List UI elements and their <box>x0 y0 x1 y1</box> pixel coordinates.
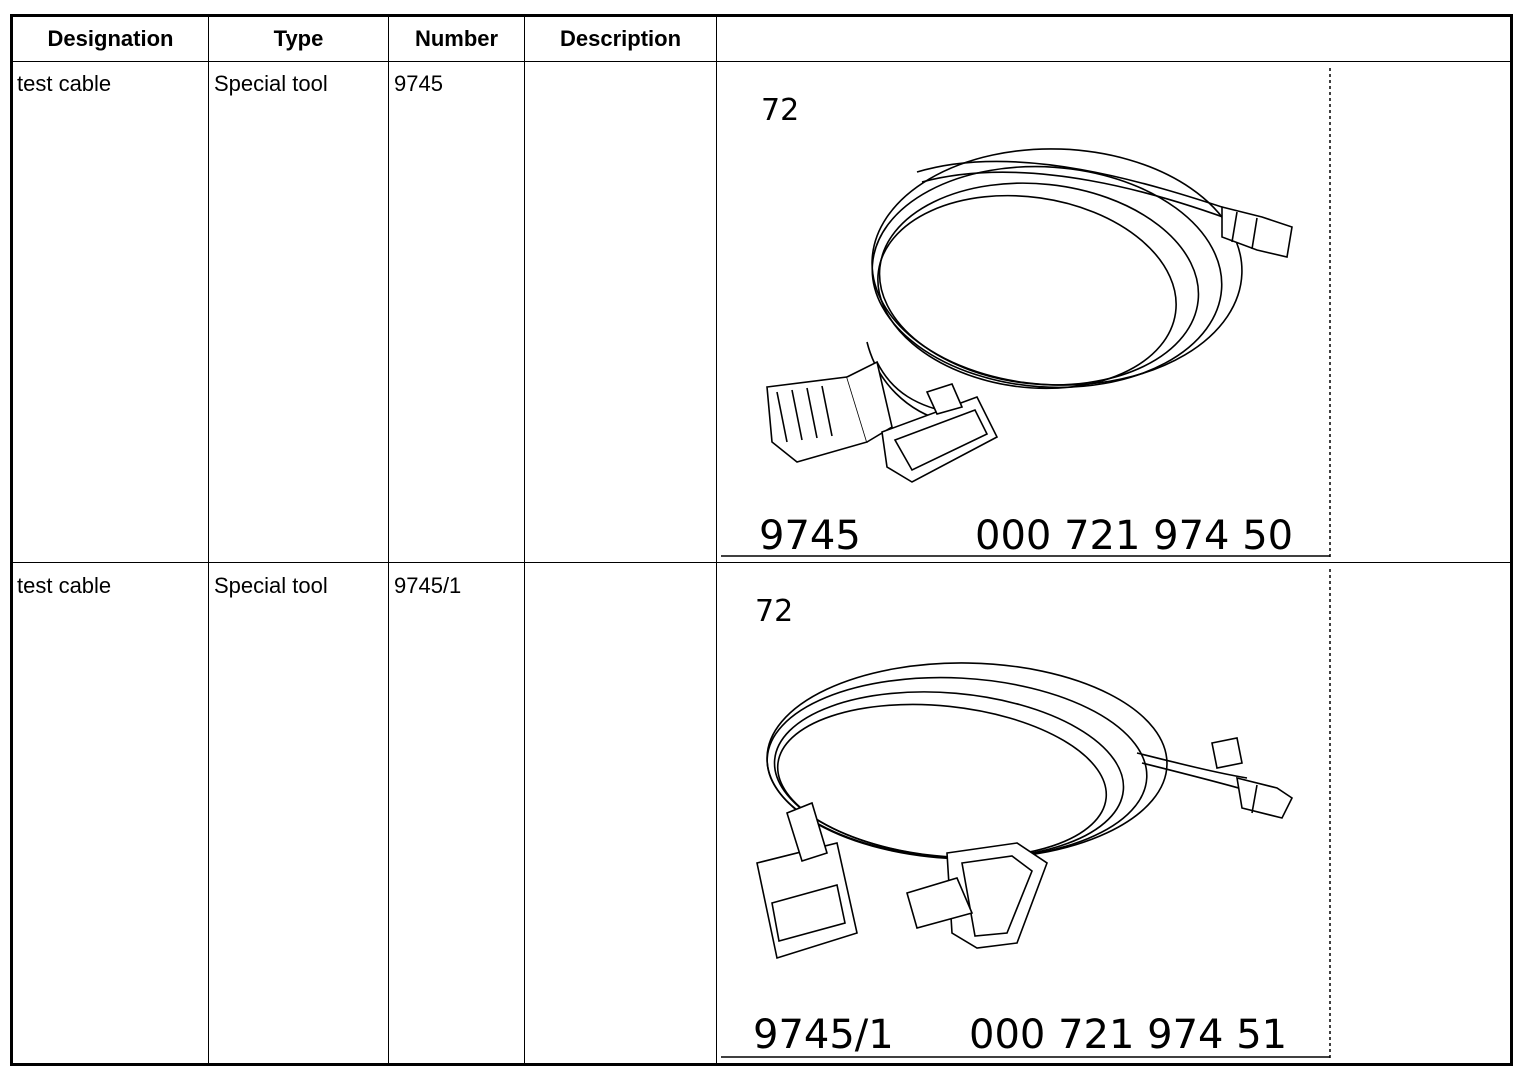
column-divider <box>524 17 525 1063</box>
cell-type: Special tool <box>214 71 328 96</box>
tool-table: Designation Type Number Description test… <box>10 14 1513 1066</box>
figure-tool-number: 9745 <box>759 513 861 559</box>
cell-number: 9745 <box>394 71 443 96</box>
column-divider <box>716 17 717 1063</box>
figure-part-number: 000 721 974 51 <box>969 1012 1287 1058</box>
header-description: Description <box>559 26 682 51</box>
cable-coil-icon <box>866 148 1243 423</box>
figure-group-label: 72 <box>755 594 793 629</box>
header-divider <box>13 61 1510 62</box>
plug-connector-icon <box>1211 737 1294 819</box>
header-designation: Designation <box>47 26 174 51</box>
cell-number: 9745/1 <box>394 573 462 598</box>
block-connector-icon <box>756 801 858 960</box>
cell-type: Special tool <box>214 573 328 598</box>
column-divider <box>388 17 389 1063</box>
cell-designation: test cable <box>17 573 112 598</box>
dsub-connector-icon <box>906 842 1048 949</box>
header-number: Number <box>414 26 499 51</box>
cable-coil-icon <box>766 662 1250 860</box>
header-type: Type <box>273 26 324 51</box>
figure-part-number: 000 721 974 50 <box>975 513 1293 559</box>
cell-designation: test cable <box>17 71 112 96</box>
column-divider <box>208 17 209 1063</box>
header-image <box>717 17 1510 61</box>
dsub-connector-icon <box>881 383 999 483</box>
figure-tool-number: 9745/1 <box>753 1012 894 1058</box>
test-cable-illustration: 72 9745 000 721 974 50 <box>717 62 1510 562</box>
row-divider <box>13 562 1510 563</box>
block-connector-icon <box>766 360 893 463</box>
test-cable-illustration: 72 9745/1 000 721 974 51 <box>717 563 1510 1063</box>
figure-group-label: 72 <box>761 93 799 128</box>
plug-connector-icon <box>1221 205 1293 258</box>
